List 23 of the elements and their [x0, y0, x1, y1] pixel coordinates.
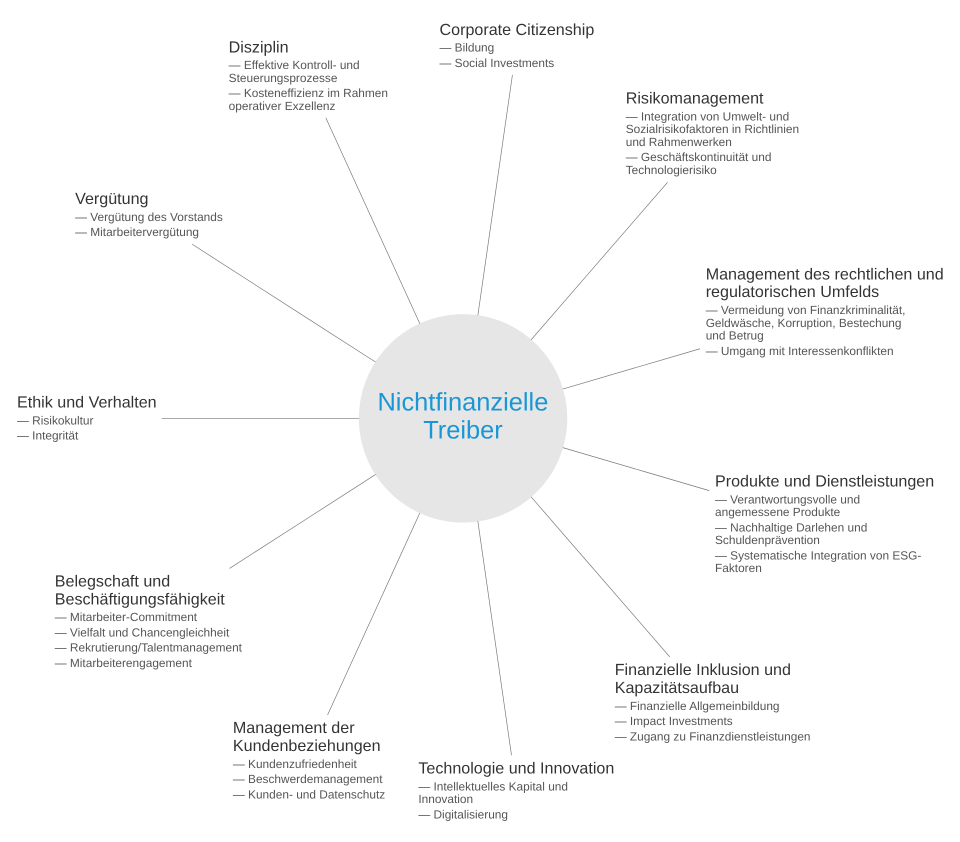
connector [562, 446, 710, 490]
node-text: Management der Kundenbeziehungen — Kundenzufriedenheit — Beschwerdemanagement — Kunden- und Datenschutz [232, 718, 386, 801]
connector [229, 474, 376, 568]
connector [325, 116, 420, 324]
node-text: Technologie und Innovation — Intellektuelles Kapital und Innovation — Digitalisierung [418, 758, 614, 821]
connector [478, 520, 512, 756]
connector [562, 348, 700, 389]
connector [530, 496, 670, 657]
connector [478, 74, 513, 316]
connector [161, 417, 360, 418]
node-text: Vergütung — Vergütung des Vorstands — Mitarbeitervergütung [75, 189, 223, 239]
node-text: Management des rechtlichen und regulatorischen Umfelds — Vermeidung von Finanzkriminalität, Geldwäsche, Korruption, Bestechung und Betrug — Umgang mit Interessenkonflikten [706, 264, 944, 358]
connector [327, 512, 420, 715]
node-text: Ethik und Verhalten — Risikokultur — Integrität [17, 392, 157, 442]
node-text: Produkte und Dienstleistungen — Verantwortungsvolle und angemessene Produkte — Nachhaltige Darlehen und Schuldenprävention — Systematische Integration von ESG-Faktoren [715, 472, 934, 575]
node-circle: Nichtfinanzielle Treiber [358, 314, 568, 522]
connector [192, 243, 376, 362]
node-text: Belegschaft und Beschäftigungsfähigkeit — Mitarbeiter-Commitment — Vielfalt und Chancengleichheit — Rekrutierung/Talentmanagement — Mitarbeiterengagement [54, 572, 242, 670]
node-text: Risikomanagement — Integration von Umwelt- und Sozialrisikofaktoren in Richtlinien und Rahmenwerken — Geschäftskontinuität und Technologierisiko [626, 88, 800, 176]
connector [530, 182, 668, 340]
node-text: Finanzielle Inklusion und Kapazitätsaufbau — Finanzielle Allgemeinbildung — Impact Investments — Zugang zu Finanzdienstleistungen [614, 660, 811, 743]
node-text: Disziplin — Effektive Kontroll- und Steuerungsprozesse — Kosteneffizienz im Rahmen operativer Exzellenz [228, 38, 388, 112]
node-text: Corporate Citizenship — Bildung — Social Investments [440, 20, 594, 70]
